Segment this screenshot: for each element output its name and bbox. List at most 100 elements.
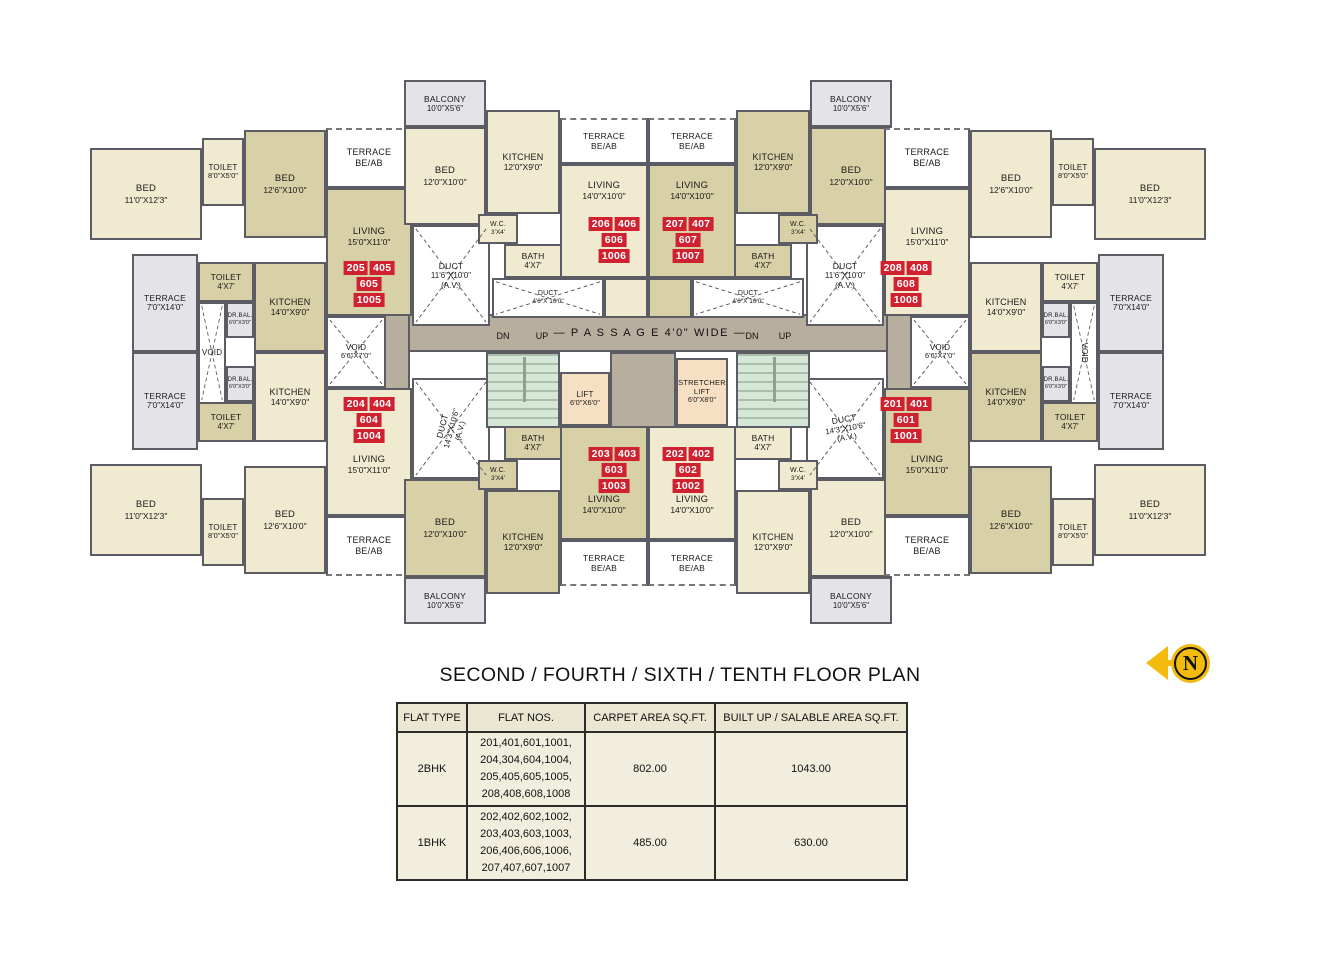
room-entry-206	[604, 278, 648, 318]
flat-number: 206	[588, 217, 613, 231]
room-wc-202: W.C.3'X4'	[778, 460, 818, 490]
duct-cross-icon	[415, 381, 487, 476]
room-lobby	[610, 352, 676, 430]
room-drbal-208: DR.BAL.6'0"X3'0"	[1042, 302, 1070, 338]
flat-number: 202	[662, 447, 687, 461]
duct-cross-icon	[1073, 305, 1095, 401]
flat-number: 607	[675, 233, 701, 247]
flat-number: 1003	[598, 479, 630, 493]
room-label: W.C.3'X4'	[490, 221, 506, 237]
duct-cross-icon	[913, 319, 967, 385]
plan-text: UP	[778, 331, 792, 341]
flat-number: 405	[370, 261, 395, 275]
carpet-area-cell: 485.00	[584, 805, 716, 882]
room-passage-conn-right	[886, 314, 912, 390]
stairs-divider	[523, 357, 526, 402]
north-compass-icon: N	[1174, 646, 1207, 680]
flat-number: 407	[689, 217, 714, 231]
room-drbal-205: DR.BAL.6'0"X3'0"	[226, 302, 254, 338]
flat-number: 601	[893, 413, 919, 427]
plan-text: — P A S S A G E 4'0" WIDE —	[553, 327, 747, 339]
room-label: DR.BAL.6'0"X3'0"	[227, 313, 253, 327]
flat-number: 406	[615, 217, 640, 231]
room-wc-207: W.C.3'X4'	[778, 214, 818, 244]
room-wc-206: W.C.3'X4'	[478, 214, 518, 244]
duct-cross-icon	[495, 281, 601, 315]
north-indicator: N	[1146, 646, 1207, 680]
room-void-strip-left: VOID	[198, 302, 226, 404]
room-label: VOID	[201, 348, 223, 358]
carpet-area-cell: 802.00	[584, 730, 716, 808]
room-label: DR.BAL.6'0"X3'0"	[1043, 377, 1069, 391]
flat-number: 203	[588, 447, 613, 461]
flat-number: 204	[343, 397, 368, 411]
north-arrow-bar	[1168, 660, 1174, 666]
flat-number: 604	[356, 413, 382, 427]
flat-number: 1006	[598, 249, 630, 263]
table-header-cell: FLAT NOS.	[466, 702, 586, 733]
duct-cross-icon	[329, 319, 383, 385]
room-label: DR.BAL.6'0"X3'0"	[227, 377, 253, 391]
north-arrow-icon	[1146, 646, 1168, 680]
